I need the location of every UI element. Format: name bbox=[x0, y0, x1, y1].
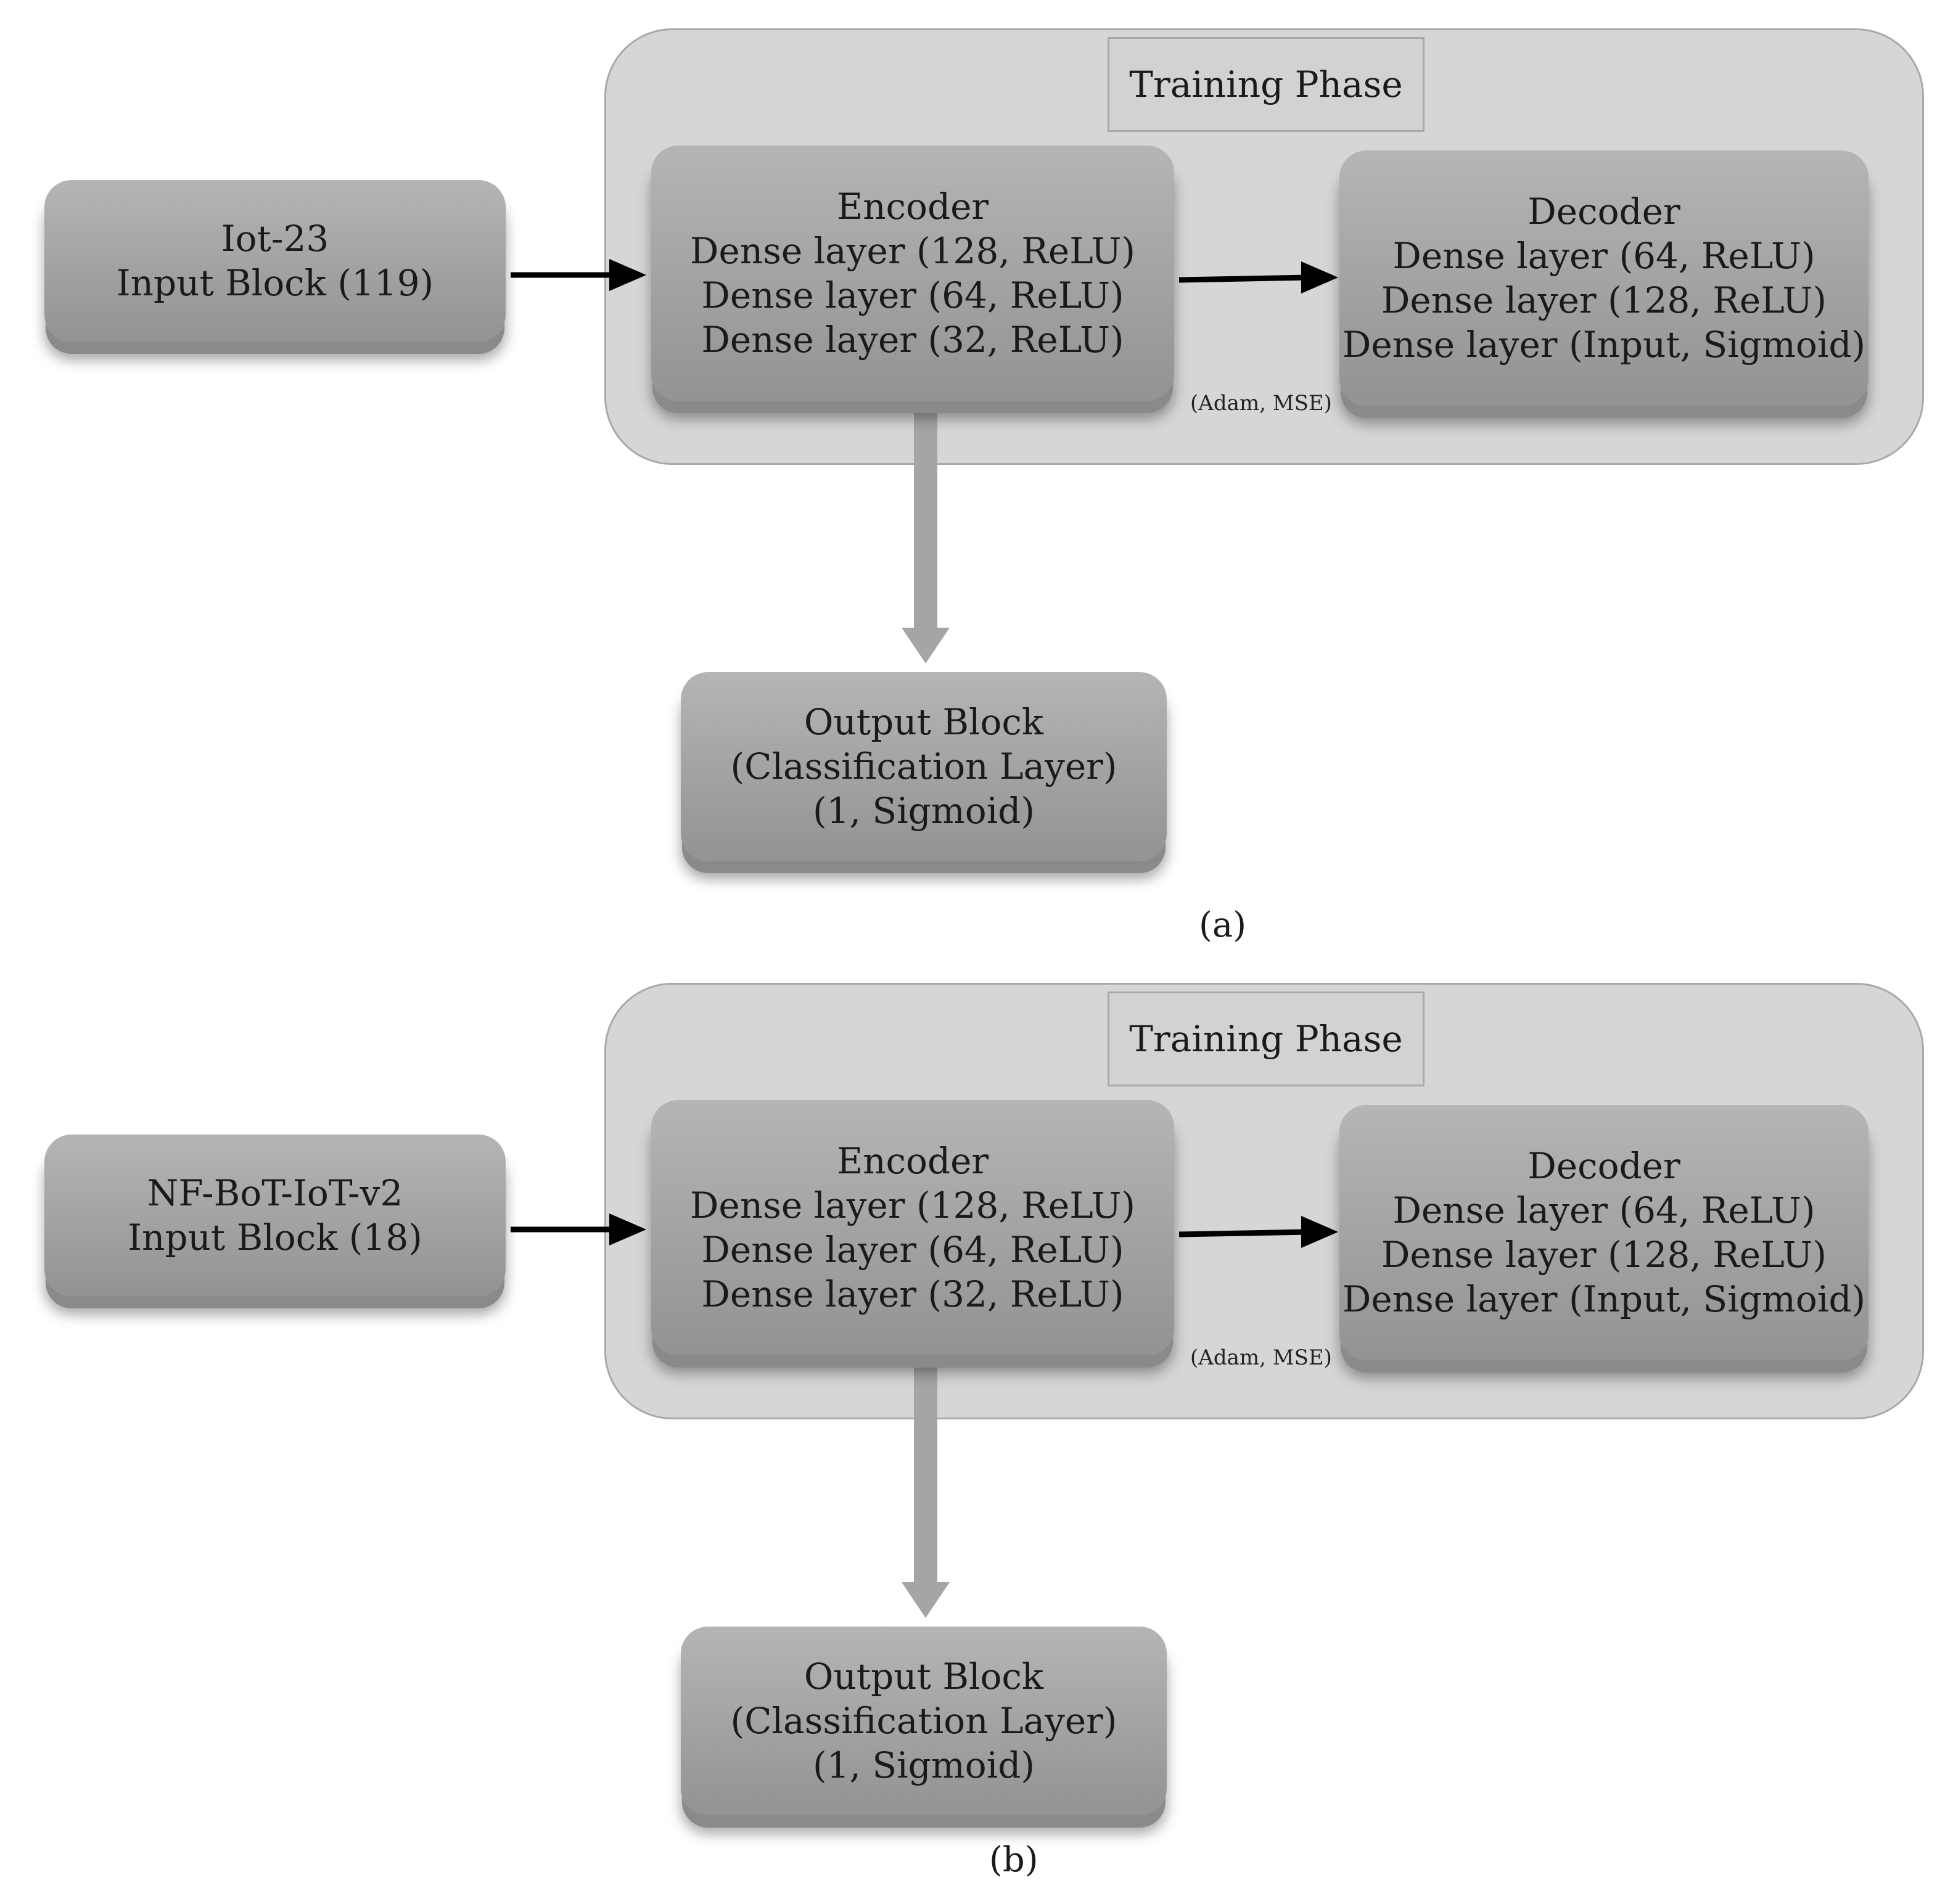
optimizer-note: (Adam, MSE) bbox=[1190, 1345, 1332, 1370]
decoder-layer-2: Dense layer (128, ReLU) bbox=[1381, 279, 1827, 321]
output-title: Output Block bbox=[804, 1656, 1044, 1697]
encoder-layer-1: Dense layer (128, ReLU) bbox=[689, 230, 1136, 272]
encoder-title: Encoder bbox=[836, 1140, 989, 1182]
encoder-layer-2: Dense layer (64, ReLU) bbox=[701, 1229, 1124, 1271]
subfigure-caption: (b) bbox=[989, 1840, 1038, 1880]
output-layer-type: (Classification Layer) bbox=[730, 1700, 1117, 1742]
connection-arrows bbox=[511, 259, 1338, 663]
encoder-to-decoder-arrow bbox=[1178, 1216, 1338, 1248]
optimizer-note: (Adam, MSE) bbox=[1190, 391, 1332, 416]
input-block-size: Input Block (18) bbox=[128, 1217, 422, 1258]
encoder-layer-3: Dense layer (32, ReLU) bbox=[701, 319, 1124, 361]
decoder-layer-1: Dense layer (64, ReLU) bbox=[1392, 1189, 1815, 1231]
training-phase-label: Training Phase bbox=[1108, 37, 1425, 132]
decoder-layer-3: Dense layer (Input, Sigmoid) bbox=[1342, 1278, 1866, 1320]
diagram-b: Training Phase NF-BoT-IoT-v2 Input Block… bbox=[0, 954, 1953, 1904]
output-block: Output Block (Classification Layer) (1, … bbox=[681, 672, 1167, 861]
input-dataset-name: Iot-23 bbox=[221, 218, 329, 260]
decoder-title: Decoder bbox=[1527, 191, 1680, 232]
diagram-a: Training Phase Iot-23 Input Block (119) … bbox=[0, 0, 1953, 950]
encoder-layer-2: Dense layer (64, ReLU) bbox=[701, 274, 1124, 316]
training-phase-label: Training Phase bbox=[1108, 991, 1425, 1086]
input-to-encoder-arrow bbox=[511, 259, 646, 291]
input-block: NF-BoT-IoT-v2 Input Block (18) bbox=[44, 1135, 506, 1296]
output-layer-config: (1, Sigmoid) bbox=[812, 1744, 1035, 1786]
encoder-block: Encoder Dense layer (128, ReLU) Dense la… bbox=[651, 146, 1174, 401]
decoder-title: Decoder bbox=[1527, 1145, 1680, 1187]
decoder-layer-1: Dense layer (64, ReLU) bbox=[1392, 235, 1815, 277]
connection-arrows bbox=[511, 1213, 1338, 1618]
output-layer-type: (Classification Layer) bbox=[730, 745, 1117, 787]
encoder-layer-1: Dense layer (128, ReLU) bbox=[689, 1184, 1136, 1226]
output-title: Output Block bbox=[804, 701, 1044, 743]
encoder-to-output-arrow bbox=[902, 401, 950, 663]
encoder-to-decoder-arrow bbox=[1178, 261, 1338, 293]
encoder-title: Encoder bbox=[836, 186, 989, 228]
encoder-to-output-arrow bbox=[902, 1355, 950, 1618]
input-block: Iot-23 Input Block (119) bbox=[44, 180, 506, 342]
input-dataset-name: NF-BoT-IoT-v2 bbox=[147, 1172, 403, 1214]
decoder-layer-2: Dense layer (128, ReLU) bbox=[1381, 1234, 1827, 1276]
encoder-layer-3: Dense layer (32, ReLU) bbox=[701, 1273, 1124, 1315]
input-block-size: Input Block (119) bbox=[116, 262, 434, 304]
output-layer-config: (1, Sigmoid) bbox=[812, 790, 1035, 832]
input-to-encoder-arrow bbox=[511, 1213, 646, 1245]
decoder-block: Decoder Dense layer (64, ReLU) Dense lay… bbox=[1339, 1105, 1869, 1360]
output-block: Output Block (Classification Layer) (1, … bbox=[681, 1627, 1167, 1815]
subfigure-caption: (a) bbox=[1199, 905, 1247, 945]
encoder-block: Encoder Dense layer (128, ReLU) Dense la… bbox=[651, 1100, 1174, 1355]
decoder-block: Decoder Dense layer (64, ReLU) Dense lay… bbox=[1339, 150, 1869, 406]
decoder-layer-3: Dense layer (Input, Sigmoid) bbox=[1342, 324, 1866, 366]
